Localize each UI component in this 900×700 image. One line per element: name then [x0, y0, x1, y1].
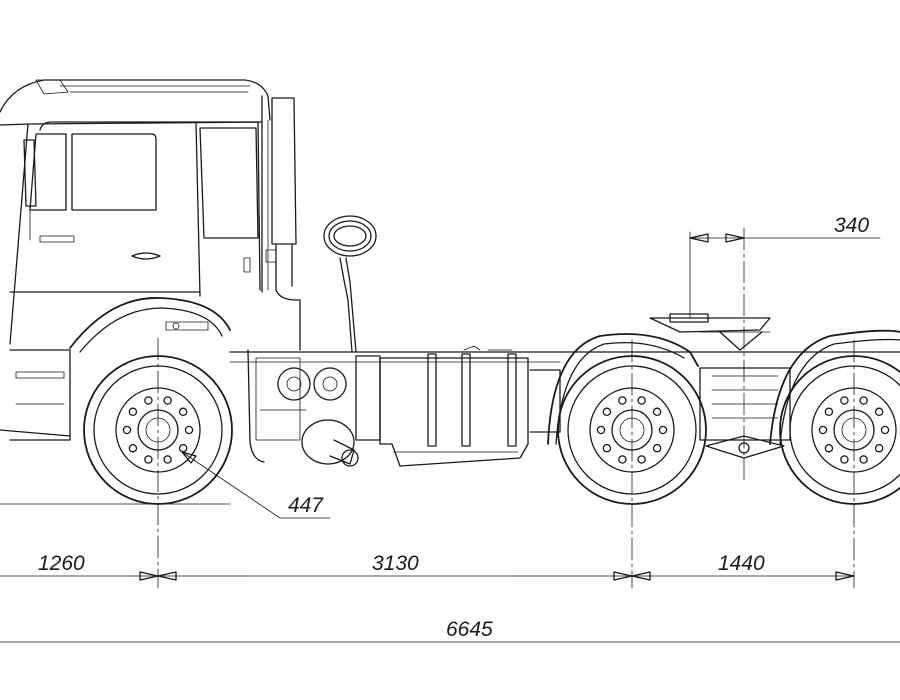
- dim-wheel-radius: 447: [288, 494, 324, 517]
- rear-fenders: [547, 329, 900, 445]
- lug-nut: [128, 443, 138, 453]
- lug-nut: [818, 425, 828, 435]
- exhaust-stack: [265, 97, 301, 351]
- chassis-frame: [229, 349, 900, 467]
- lug-nut: [824, 407, 834, 417]
- lug-nut: [184, 425, 194, 435]
- lug-nut: [602, 407, 612, 417]
- tandem-suspension: [699, 367, 791, 459]
- lug-nut: [178, 443, 188, 453]
- dim-front-overhang: 1260: [38, 552, 85, 575]
- lug-nut: [874, 407, 884, 417]
- dim-fifth-wheel-offset: 340: [834, 214, 869, 237]
- lug-nut: [618, 455, 627, 464]
- lug-nut: [637, 455, 646, 464]
- lug-nut: [840, 455, 849, 464]
- lug-nut: [658, 425, 668, 435]
- lug-nut: [163, 396, 172, 405]
- dimension-lines: [0, 227, 900, 643]
- lug-nut: [618, 396, 627, 405]
- dim-overall-length: 6645: [446, 618, 493, 641]
- dim-tandem-spacing: 1440: [718, 552, 765, 575]
- lug-nut: [652, 407, 662, 417]
- dim-wheelbase: 3130: [372, 552, 419, 575]
- lug-nut: [163, 455, 172, 464]
- fifth-wheel: [649, 313, 771, 351]
- lug-nut: [596, 425, 606, 435]
- lug-nut: [880, 425, 890, 435]
- lug-nut: [637, 396, 646, 405]
- coiled-air-hose: [323, 215, 377, 353]
- lug-nut: [144, 396, 153, 405]
- cab: [0, 79, 271, 441]
- lug-nut: [178, 407, 188, 417]
- lug-nut: [128, 407, 138, 417]
- lug-nut: [652, 443, 662, 453]
- lug-nut: [859, 396, 868, 405]
- lug-nut: [144, 455, 153, 464]
- lug-nut: [840, 396, 849, 405]
- lug-nut: [122, 425, 132, 435]
- lug-nut: [874, 443, 884, 453]
- rear-wheel-2: [779, 355, 900, 505]
- lug-nut: [824, 443, 834, 453]
- fuel-tank: [379, 345, 529, 467]
- battery-box: [355, 351, 381, 441]
- lug-nut: [859, 455, 868, 464]
- lug-nut: [602, 443, 612, 453]
